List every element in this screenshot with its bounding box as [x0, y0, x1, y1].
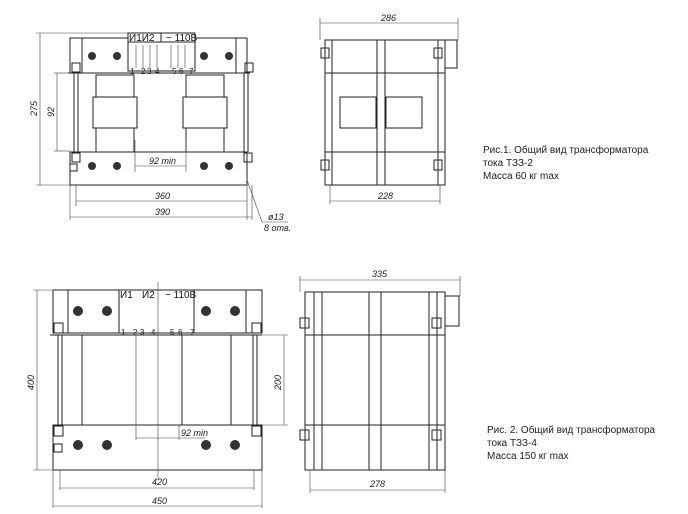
fig2-dim-side-depth: 335: [372, 269, 388, 279]
fig1-dim-core: 92: [46, 107, 56, 117]
fig2-terminal-3: 3: [140, 328, 145, 337]
fig2-dim-width: 450: [152, 496, 167, 506]
fig1-terminal-1: 1: [130, 67, 135, 76]
fig1-dim-holes-count: 8 отв.: [264, 223, 291, 233]
fig1-terminal-label-left: И1И2: [129, 33, 155, 44]
fig2-dim-core: 200: [273, 375, 283, 391]
fig2-front-view: [50, 282, 263, 480]
fig1-terminal-6: 6: [179, 67, 184, 76]
fig2-terminal-1: 1: [121, 328, 126, 337]
fig1-side-view: [320, 39, 458, 186]
fig1-caption-mass: Масса 60 кг max: [483, 171, 559, 182]
fig1-terminal-5: 5: [172, 67, 177, 76]
fig1-terminal-label-right: ~ 110В: [166, 33, 198, 44]
fig1-dim-gap: 92 min: [149, 156, 176, 166]
fig2-dim-mount: 420: [152, 477, 167, 487]
fig1-dim-hole: ø13: [268, 212, 284, 222]
fig2-terminal-label-left2: И2: [142, 290, 155, 301]
fig2-terminal-label-left1: И1: [120, 290, 133, 301]
fig1-caption-model: тока ТЗЗ-2: [483, 158, 533, 169]
fig1-front-view: [68, 32, 254, 186]
fig1-dim-height: 275: [29, 100, 39, 117]
fig2-caption-model: тока ТЗЗ-4: [487, 438, 537, 449]
fig1-terminal-3: 3: [147, 67, 152, 76]
fig1-caption: Рис.1. Общий вид трансформатора тока ТЗЗ…: [483, 144, 648, 183]
fig2-dim-gap: 92 min: [181, 428, 208, 438]
fig2-caption-title: Рис. 2. Общий вид трансформатора: [487, 425, 656, 436]
fig2-terminal-label-right: ~ 110В: [165, 290, 197, 301]
fig1-terminal-7: 7: [189, 67, 194, 76]
fig2-caption: Рис. 2. Общий вид трансформатора тока ТЗ…: [487, 424, 655, 463]
fig1-caption-title: Рис.1. Общий вид трансформатора: [483, 145, 649, 156]
fig2-dim-side-mount: 278: [369, 479, 385, 489]
fig1-dim-side-mount: 228: [377, 191, 393, 201]
fig2-caption-mass: Масса 150 кг max: [487, 451, 569, 462]
fig2-side-view: [299, 291, 460, 471]
fig1-dim-mount: 360: [155, 191, 170, 201]
fig1-dim-side-depth: 286: [380, 13, 396, 23]
fig2-dim-height: 400: [26, 375, 36, 390]
fig1-terminal-4: 4: [155, 67, 160, 76]
fig1-dim-width: 390: [155, 207, 170, 217]
fig2-terminal-4: 4: [151, 328, 156, 337]
fig2-terminal-6: 6: [178, 328, 183, 337]
fig2-terminal-7: 7: [190, 328, 195, 337]
fig2-terminal-2: 2: [133, 328, 138, 337]
fig2-terminal-5: 5: [170, 328, 175, 337]
fig1-terminal-2: 2: [141, 67, 146, 76]
